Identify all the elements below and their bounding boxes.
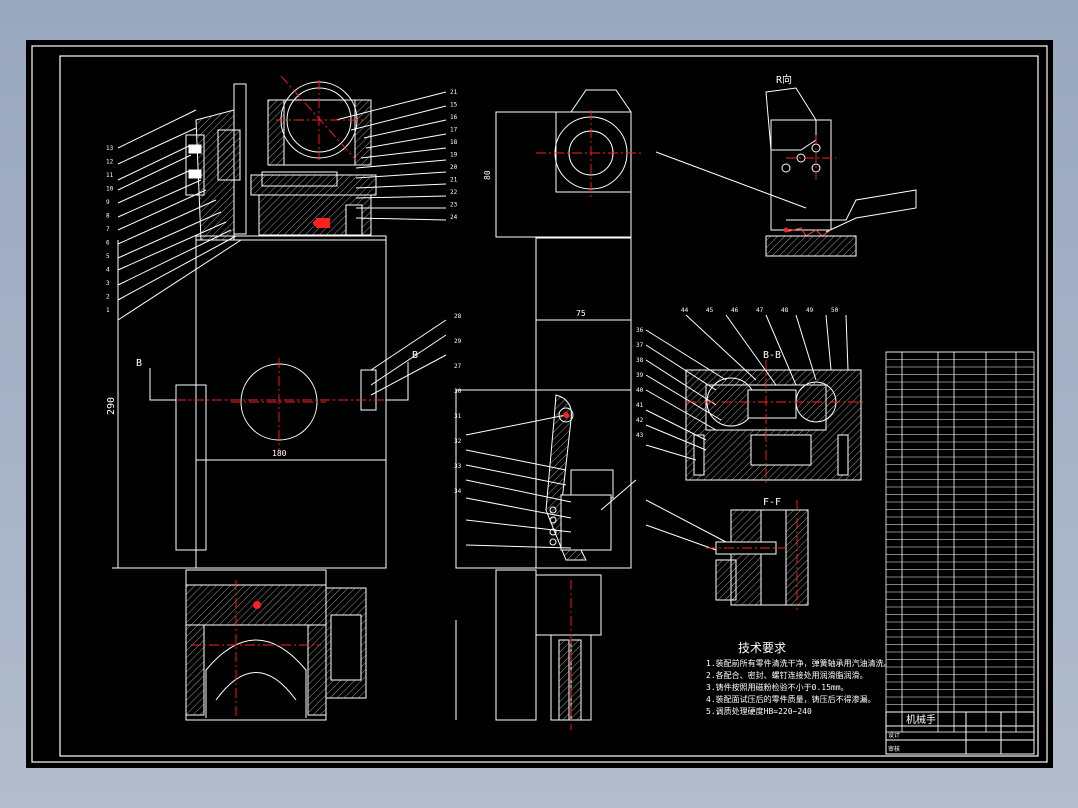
cad-drawing-sheet: R向 B-B F-F B B 290 180 75 80 技术要求 1.装配前所… (26, 40, 1053, 768)
part-label-section-1: 37 (636, 342, 644, 349)
title-block-row-1: 设计 (888, 731, 900, 739)
f-f-label: F-F (763, 497, 781, 508)
part-label-top-right-2: 16 (450, 114, 458, 121)
part-label-left-8: 5 (106, 253, 110, 260)
title-block-name: 机械手 (906, 713, 936, 726)
part-label-section-14: 50 (831, 307, 839, 314)
part-label-mid-1: 29 (454, 338, 462, 345)
part-label-mid-3: 30 (454, 388, 462, 395)
part-label-top-right-4: 18 (450, 139, 458, 146)
red-markers (253, 220, 789, 609)
part-label-left-10: 3 (106, 280, 110, 287)
part-label-mid-4: 31 (454, 413, 462, 420)
part-label-top-right-7: 21 (450, 177, 458, 184)
part-label-left-7: 6 (106, 240, 110, 247)
part-label-left-3: 10 (106, 186, 114, 193)
drawing-canvas: R向 B-B F-F B B 290 180 75 80 技术要求 1.装配前所… (31, 45, 1048, 763)
center-lines (176, 75, 866, 730)
part-label-left-2: 11 (106, 172, 114, 179)
part-label-section-11: 47 (756, 307, 764, 314)
tech-req-line-1: 1.装配前所有零件清洗干净，弹簧轴承用汽油清洗。 (706, 658, 892, 668)
tech-req-line-2: 2.各配合、密封、螺钉连接处用润滑脂润滑。 (706, 670, 868, 680)
side-view (455, 89, 637, 721)
part-label-section-4: 40 (636, 387, 644, 394)
part-label-left-12: 1 (106, 307, 110, 314)
part-label-section-10: 46 (731, 307, 739, 314)
part-label-top-right-10: 24 (450, 214, 458, 221)
sheet-border-outer (31, 45, 1048, 763)
part-label-mid-0: 28 (454, 313, 462, 320)
front-view (112, 81, 447, 721)
b-b-label: B-B (763, 350, 781, 361)
part-label-section-0: 36 (636, 327, 644, 334)
part-label-left-5: 8 (106, 213, 110, 220)
part-label-top-right-5: 19 (450, 152, 458, 159)
part-label-section-8: 44 (681, 307, 689, 314)
part-label-left-9: 4 (106, 267, 110, 274)
part-label-section-5: 41 (636, 402, 644, 409)
part-label-top-right-6: 20 (450, 164, 458, 171)
part-label-left-11: 2 (106, 294, 110, 301)
part-label-section-3: 39 (636, 372, 644, 379)
section-b-b (645, 314, 862, 481)
part-label-mid-5: 32 (454, 438, 462, 445)
tech-req-line-5: 5.调质处理硬度HB=220~240 (706, 706, 812, 716)
sheet-border-inner (59, 55, 1039, 757)
parts-list (885, 351, 1035, 733)
part-label-top-right-8: 22 (450, 189, 458, 196)
tech-req-line-3: 3.铸件按照用磁粉检验不小于0.15mm。 (706, 682, 849, 692)
b-marker-right: B (412, 350, 418, 361)
part-label-section-13: 49 (806, 307, 814, 314)
part-label-top-right-9: 23 (450, 202, 458, 209)
part-label-mid-2: 27 (454, 363, 462, 370)
section-f-f (645, 499, 809, 606)
dim-side-top: 75 (576, 309, 586, 318)
title-block (885, 711, 1035, 755)
part-label-left-1: 12 (106, 159, 114, 166)
part-label-section-2: 38 (636, 357, 644, 364)
part-label-left-0: 13 (106, 145, 114, 152)
part-label-top-right-1: 15 (450, 102, 458, 109)
dim-height-left: 290 (106, 397, 117, 415)
part-label-mid-6: 33 (454, 463, 462, 470)
part-label-section-7: 43 (636, 432, 644, 439)
title-block-row-2: 审核 (888, 745, 900, 753)
part-label-top-right-3: 17 (450, 127, 458, 134)
part-label-left-4: 9 (106, 199, 110, 206)
dim-side-height: 80 (483, 170, 492, 180)
part-label-section-12: 48 (781, 307, 789, 314)
part-label-section-9: 45 (706, 307, 714, 314)
part-label-mid-7: 34 (454, 488, 462, 495)
b-marker-left: B (136, 358, 142, 369)
dim-width-bottom: 180 (272, 449, 287, 458)
part-label-section-6: 42 (636, 417, 644, 424)
r-view-label: R向 (776, 73, 792, 86)
tech-req-title: 技术要求 (738, 641, 786, 655)
part-label-left-6: 7 (106, 226, 110, 233)
tech-req-line-4: 4.装配面试压后的零件质量，铸压后不得渗漏。 (706, 694, 876, 704)
part-label-top-right-0: 21 (450, 89, 458, 96)
